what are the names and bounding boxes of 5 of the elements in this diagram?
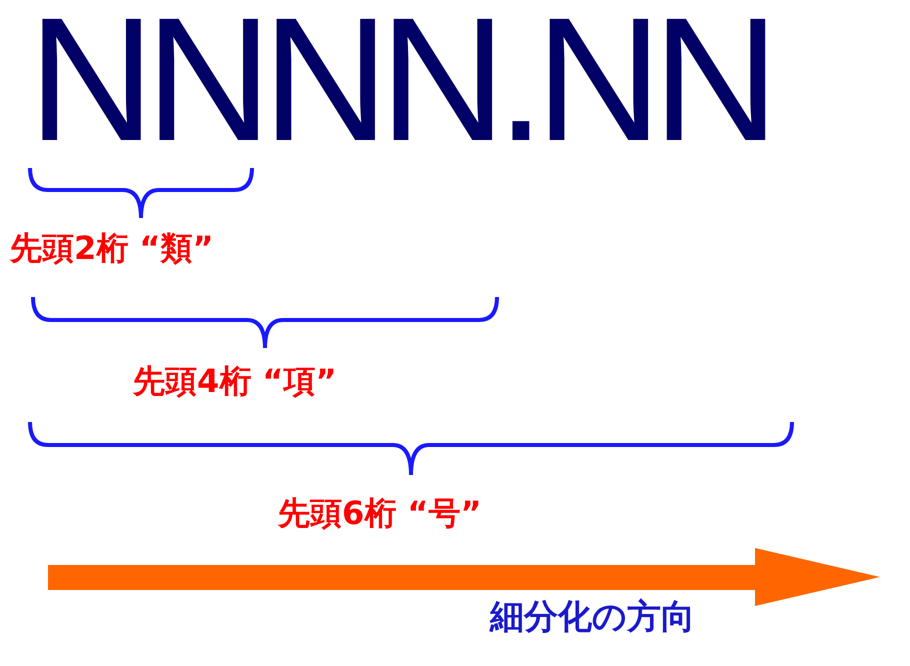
digit-group-label: 先頭6桁 “号”	[278, 494, 482, 532]
digit-group-label: 先頭4桁 “項”	[133, 362, 336, 400]
digit-group-label: 先頭2桁 “類”	[10, 229, 214, 268]
direction-caption: 細分化の方向	[490, 597, 695, 638]
code-format-heading: NNNN.NN	[28, 0, 770, 168]
